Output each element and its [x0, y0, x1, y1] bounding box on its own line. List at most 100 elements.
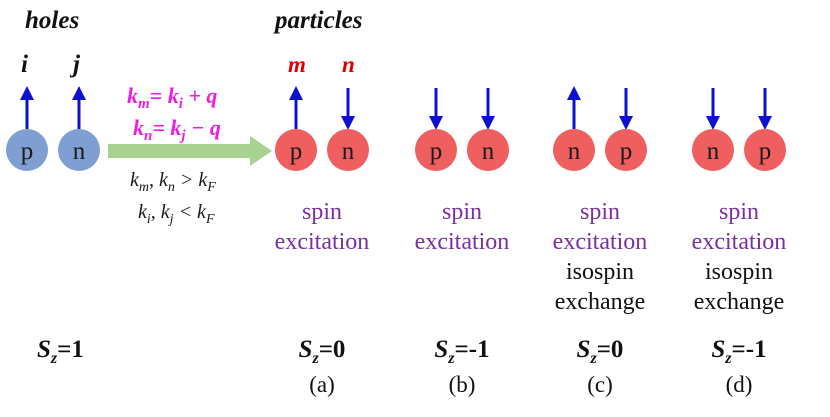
sz-subscript: z: [311, 350, 319, 367]
hole-ball-right: n: [58, 86, 100, 171]
sz-symbol: S: [37, 336, 51, 363]
ball-label: n: [568, 138, 581, 165]
eq2-k: k: [133, 115, 144, 140]
panel-line-spin: spin: [719, 199, 759, 225]
particle-ball: [553, 129, 595, 171]
panel-tag: (c): [587, 372, 613, 397]
particle-ball: [744, 129, 786, 171]
transition-arrow-shaft: [108, 144, 252, 158]
cond1-k: k: [130, 169, 140, 191]
panel-line-excitation: excitation: [275, 229, 370, 255]
panel-tag: (b): [449, 372, 476, 397]
ball-label: p: [620, 138, 633, 165]
sz-subscript: z: [50, 350, 58, 367]
cond2-kj: , k: [151, 201, 171, 223]
hole-neutron-ball: [58, 129, 100, 171]
spin-down-arrow-head: [758, 116, 772, 130]
spin-up-arrow-head: [20, 86, 34, 100]
svg-text:km= ki + q: km= ki + q: [127, 83, 217, 112]
sz-symbol: S: [577, 336, 591, 363]
cond2-sub-j: j: [168, 212, 174, 227]
sz-value: =-1: [455, 336, 490, 363]
panel-line-exchange: exchange: [694, 289, 785, 315]
spin-up-arrow-head: [567, 86, 581, 100]
transition-arrow-head: [250, 136, 272, 166]
particle-n-label: n: [342, 52, 355, 77]
particle-m-label: m: [288, 52, 306, 77]
cond1-kn: , k: [149, 169, 169, 191]
panel-tag: (a): [309, 372, 335, 397]
panel-line-spin: spin: [442, 199, 482, 225]
cond2-sub-i: i: [147, 212, 151, 227]
svg-text:ki, kj < kF: ki, kj < kF: [138, 201, 215, 227]
panel-tag: (d): [726, 372, 753, 397]
momentum-equation-1: km= ki + q: [127, 83, 217, 112]
eq2-rhs: = k: [152, 115, 181, 140]
sz-value: =0: [319, 336, 346, 363]
panel-sz-label: Sz=-1: [711, 336, 766, 367]
holes-heading: holes: [25, 7, 79, 34]
fermi-condition-2: ki, kj < kF: [138, 201, 215, 227]
svg-text:kn= kj − q: kn= kj − q: [133, 115, 221, 144]
panel-line-excitation: excitation: [692, 229, 787, 255]
cond1-sub-F: F: [206, 180, 216, 195]
spin-down-arrow-head: [481, 116, 495, 130]
ball-label: n: [73, 138, 86, 165]
holes-sz-label: Sz=1: [37, 336, 84, 367]
eq1-tail: + q: [183, 83, 218, 108]
sz-symbol: S: [711, 336, 725, 363]
svg-text:km, kn > kF: km, kn > kF: [130, 169, 216, 195]
panel-line-spin: spin: [580, 199, 620, 225]
cond2-lt-kF: < k: [174, 201, 207, 223]
hole-proton-ball: [6, 129, 48, 171]
hole-ball-left: p: [6, 86, 48, 171]
cond2-sub-F: F: [205, 212, 215, 227]
cond1-sub-n: n: [168, 180, 175, 195]
sz-subscript: z: [447, 350, 455, 367]
spin-up-arrow-head: [72, 86, 86, 100]
eq2-sub-j: j: [179, 128, 186, 144]
panel-line-spin: spin: [302, 199, 342, 225]
eq1-sub-i: i: [179, 96, 184, 112]
ball-label: p: [430, 138, 443, 165]
spin-down-arrow-head: [619, 116, 633, 130]
sz-value: =1: [57, 336, 84, 363]
spin-up-arrow-head: [289, 86, 303, 100]
eq1-k: k: [127, 83, 138, 108]
momentum-equation-2: kn= kj − q: [133, 115, 221, 144]
panel-line-isospin: isospin: [566, 259, 634, 285]
particle-ball: [275, 129, 317, 171]
sz-subscript: z: [724, 350, 732, 367]
eq2-sub-n: n: [144, 128, 152, 144]
particle-ball: [467, 129, 509, 171]
panel-sz-label: Sz=0: [577, 336, 624, 367]
particle-ball: [327, 129, 369, 171]
fermi-condition-1: km, kn > kF: [130, 169, 216, 195]
ball-label: n: [342, 138, 355, 165]
panel-line-isospin: isospin: [705, 259, 773, 285]
eq2-tail: − q: [186, 115, 221, 140]
spin-down-arrow-head: [706, 116, 720, 130]
particles-heading: particles: [273, 7, 363, 34]
panel-sz-label: Sz=0: [299, 336, 346, 367]
particle-ball: [692, 129, 734, 171]
hole-i-label: i: [21, 51, 28, 78]
sz-value: =0: [597, 336, 624, 363]
spin-down-arrow-head: [429, 116, 443, 130]
transition-arrow: [108, 136, 272, 166]
particle-ball: [605, 129, 647, 171]
particle-ball: [415, 129, 457, 171]
eq1-sub-m: m: [138, 96, 150, 112]
sz-symbol: S: [434, 336, 448, 363]
hole-j-label: j: [69, 51, 81, 78]
sz-value: =-1: [732, 336, 767, 363]
ball-label: p: [21, 138, 34, 165]
panel-line-excitation: excitation: [553, 229, 648, 255]
cond1-sub-m: m: [139, 180, 149, 195]
ball-label: p: [759, 138, 772, 165]
